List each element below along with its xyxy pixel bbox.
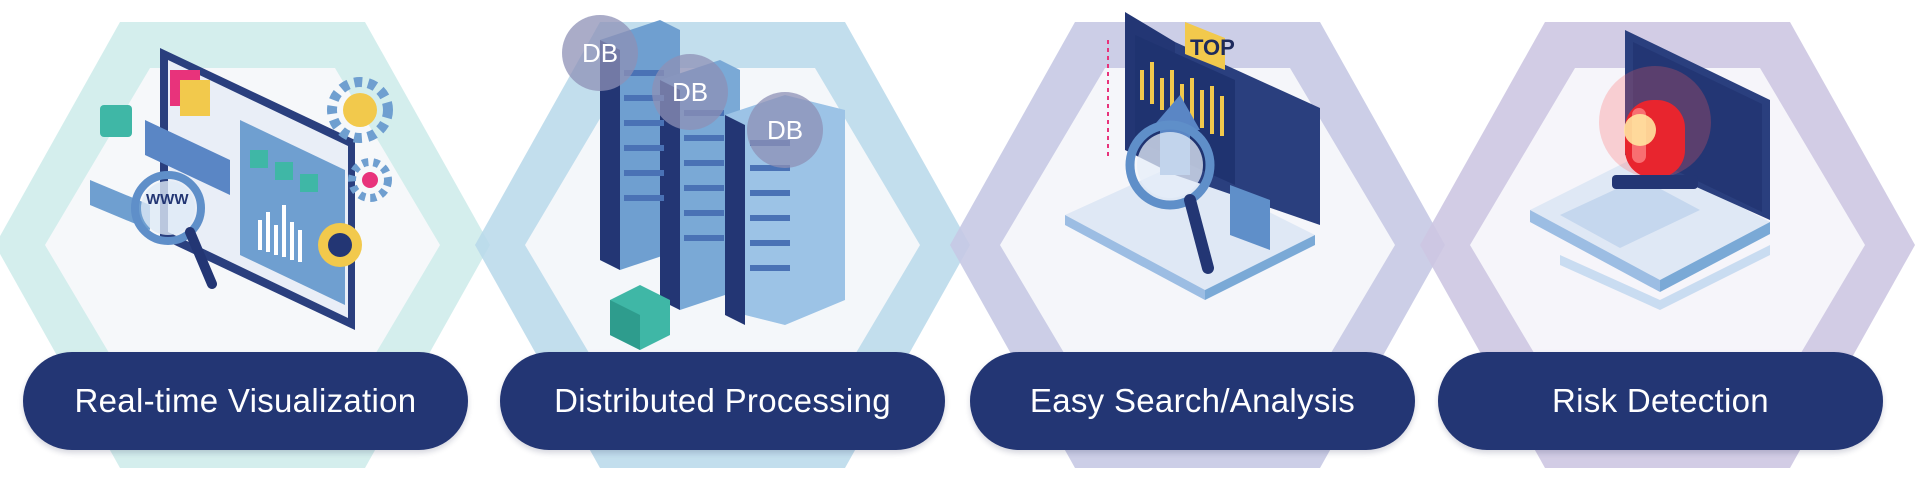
db-badge-2: DB (672, 77, 708, 107)
db-badge-3: DB (767, 115, 803, 145)
feature-label: Easy Search/Analysis (1029, 382, 1356, 419)
top-badge: TOP (1190, 35, 1235, 60)
laptop-alarm-icon (1530, 30, 1770, 310)
feature-distributed-processing: Distributed Processing (500, 352, 945, 450)
feature-easy-search-analysis: Easy Search/Analysis (970, 352, 1415, 450)
server-rack-icon: DB DB DB (562, 15, 845, 350)
feature-label: Risk Detection (1552, 382, 1769, 419)
db-badge-1: DB (582, 38, 618, 68)
www-label: WWW (146, 191, 189, 208)
laptop-search-icon: TOP (1065, 12, 1320, 300)
dashboard-magnifier-icon: WWW (90, 48, 393, 330)
feature-risk-detection: Risk Detection (1438, 352, 1883, 450)
feature-realtime-visualization: Real-time Visualization (23, 352, 468, 450)
feature-label: Real-time Visualization (74, 382, 417, 419)
feature-label: Distributed Processing (554, 382, 891, 419)
